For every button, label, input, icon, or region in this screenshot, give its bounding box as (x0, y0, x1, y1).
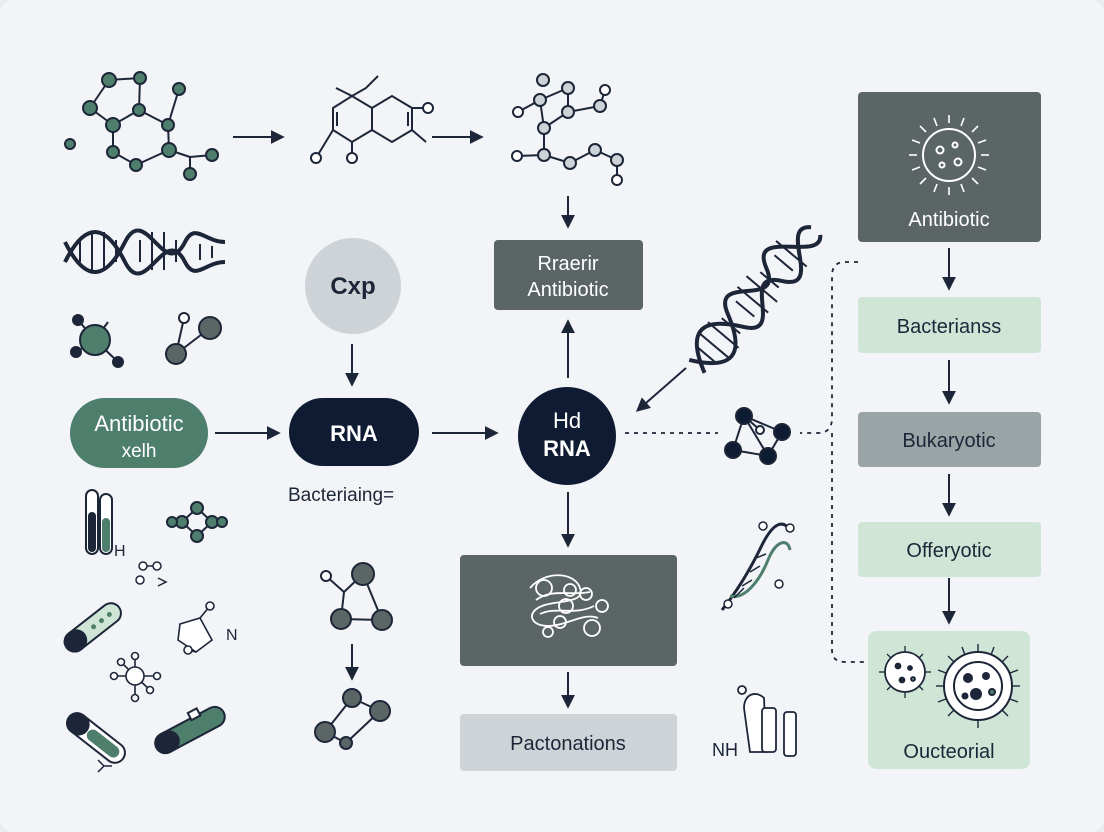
rraerir-antibiotic-node: Rraerir Antibiotic (494, 240, 643, 310)
dashed-bracket (800, 261, 866, 663)
dna-helix-icon-left (63, 228, 226, 276)
rna-label: RNA (330, 421, 378, 446)
sidebar-offeryotic-node: Offeryotic (858, 522, 1041, 577)
cell-icon-small (879, 646, 931, 698)
rraerir-label-1: Rraerir (537, 253, 598, 275)
small-hook-icon (97, 759, 112, 773)
cxp-label: Cxp (330, 273, 375, 300)
antibiotic-xelh-label-1: Antibiotic (94, 411, 183, 436)
arrows (215, 130, 956, 709)
hd-rna-label-1: Hd (553, 408, 581, 433)
hd-rna-label-2: RNA (543, 436, 591, 461)
nh-label: NH (712, 740, 738, 760)
molecule-icon-1 (64, 71, 219, 181)
molecule-icon-6 (320, 562, 393, 631)
protein-fold-icon (529, 574, 609, 638)
cell-icon-large (936, 644, 1020, 728)
small-chain-icon (135, 561, 168, 587)
n-label: N (226, 627, 238, 644)
pactonations-box (460, 555, 677, 666)
sidebar-bukaryotic-node: Bukaryotic (858, 412, 1041, 467)
bacteria-icon (909, 115, 989, 195)
molecule-icon-3-top (511, 73, 624, 186)
capsule-icon-1 (63, 602, 122, 653)
dashed-connectors (625, 261, 866, 663)
pactonations-node: Pactonations (460, 714, 677, 771)
sidebar-antibiotic-node: Antibiotic (858, 92, 1041, 242)
sidebar-antibiotic-label: Antibiotic (908, 209, 989, 231)
capsule-icon-3 (154, 705, 226, 755)
antibiotic-xelh-label-2: xelh (122, 441, 157, 462)
molecule-icon-3 (165, 312, 222, 365)
rna-node: RNA (289, 398, 419, 466)
arrow-dna-to-hd-rna (635, 367, 687, 412)
flask-icon (737, 685, 797, 757)
pactonations-label: Pactonations (510, 733, 626, 755)
sidebar-offeryotic-label: Offeryotic (906, 540, 991, 562)
antibiotic-xelh-node: Antibiotic xelh (70, 398, 208, 468)
dna-helix-icon-small (720, 521, 795, 611)
h-label: H (114, 543, 126, 560)
sidebar-oucteorial-label: Oucteorial (903, 741, 994, 763)
molecule-icon-8 (724, 407, 791, 465)
molecule-icon-4 (166, 501, 228, 543)
molecule-icon-5 (177, 601, 215, 655)
hd-rna-node: Hd RNA (518, 387, 616, 485)
molecule-icon-2 (70, 314, 124, 368)
molecule-icon-ring (310, 75, 434, 164)
dna-helix-icon-diagonal (688, 225, 823, 374)
sidebar-oucteorial-node: Oucteorial (868, 631, 1030, 769)
cxp-node: Cxp (305, 238, 401, 334)
atom-icon (109, 651, 162, 703)
bacteriaing-caption: Bacteriaing= (288, 485, 394, 506)
sidebar-bukaryotic-label: Bukaryotic (902, 430, 995, 452)
rraerir-label-2: Antibiotic (527, 279, 608, 301)
capsule-icon-2 (66, 712, 126, 764)
test-tubes-icon (85, 489, 113, 555)
sidebar-bacterianss-label: Bacterianss (897, 316, 1002, 338)
sidebar-bacterianss-node: Bacterianss (858, 297, 1041, 353)
molecule-icon-7 (314, 688, 391, 750)
